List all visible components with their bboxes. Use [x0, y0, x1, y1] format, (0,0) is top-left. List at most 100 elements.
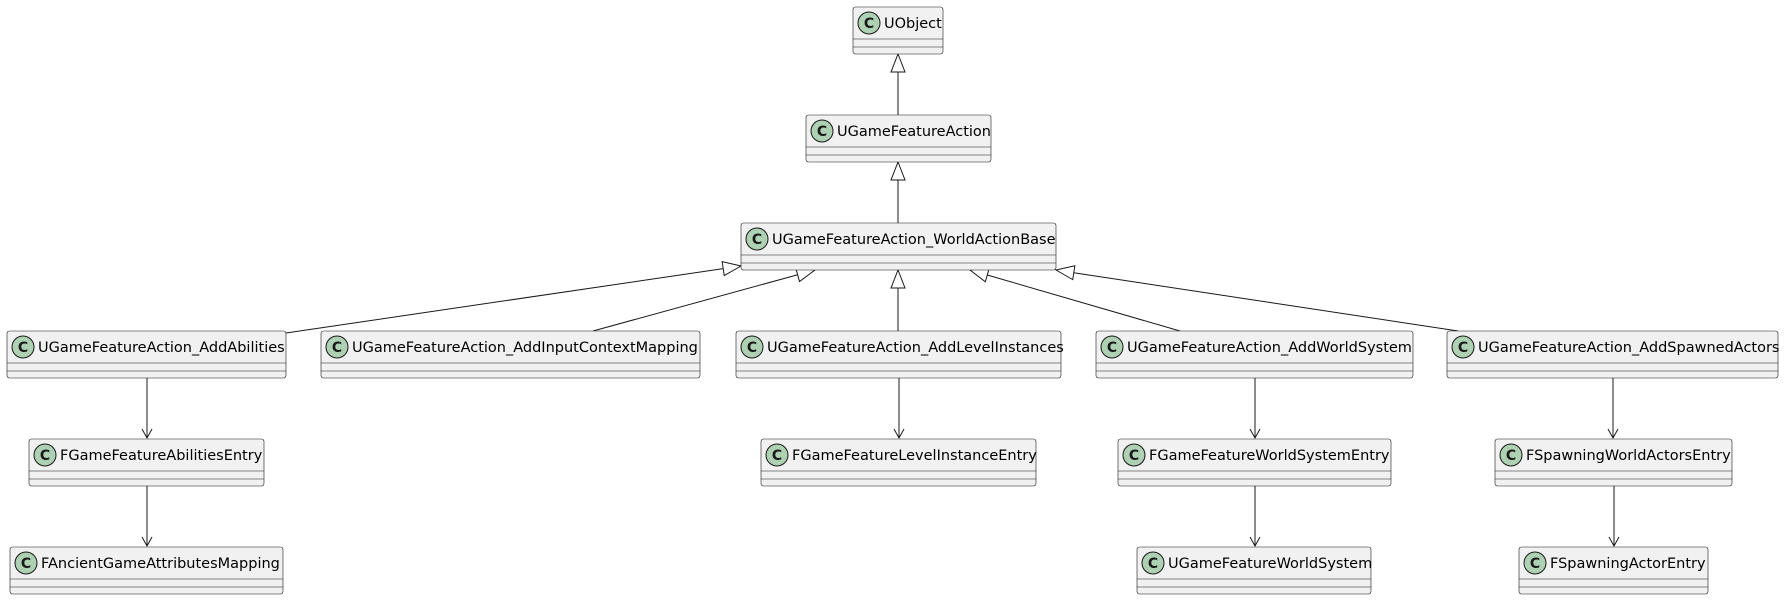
class-box-worldsystem: C UGameFeatureWorldSystem [1136, 546, 1372, 595]
class-box-levelinstanceentry: C FGameFeatureLevelInstanceEntry [760, 438, 1037, 487]
inheritance-edge-addinputcontextmapping [592, 267, 817, 332]
class-badge-icon [765, 443, 789, 467]
class-badge-letter: C [817, 124, 827, 140]
class-badge-letter: C [1129, 448, 1139, 464]
class-box-frame [1446, 330, 1779, 379]
association-arrowhead-icon [893, 428, 905, 440]
class-box-worldsystementry: C FGameFeatureWorldSystemEntry [1117, 438, 1392, 487]
class-name: UGameFeatureAction_AddAbilities [38, 340, 285, 356]
class-badge-icon [1100, 335, 1124, 359]
class-box-frame [1136, 546, 1372, 595]
class-name: FGameFeatureAbilitiesEntry [60, 448, 263, 464]
class-badge-letter: C [864, 16, 874, 32]
class-box-frame [320, 330, 701, 379]
class-box-ugamefeatureaction: C UGameFeatureAction [805, 114, 992, 163]
class-badge-letter: C [747, 340, 757, 356]
class-box-frame [1518, 546, 1709, 595]
class-badge-icon [810, 119, 834, 143]
class-name: FAncientGameAttributesMapping [41, 556, 280, 572]
inheritance-arrowhead-icon [890, 160, 906, 181]
class-badge-letter: C [752, 232, 762, 248]
association-edge-addworldsystem [1249, 378, 1261, 440]
class-name: FGameFeatureLevelInstanceEntry [792, 448, 1037, 464]
class-box-frame [760, 438, 1037, 487]
class-badge-icon [11, 335, 35, 359]
class-badge-letter: C [1506, 448, 1516, 464]
class-name: UGameFeatureWorldSystem [1168, 556, 1372, 572]
class-box-spawningactorentry: C FSpawningActorEntry [1518, 546, 1709, 595]
inheritance-line [285, 268, 724, 334]
class-badge-icon [325, 335, 349, 359]
class-badge-icon [857, 11, 881, 35]
class-box-frame [6, 330, 287, 379]
association-edge-worldsystementry [1249, 486, 1261, 548]
class-badge-letter: C [1458, 340, 1468, 356]
class-box-frame [1494, 438, 1733, 487]
class-badge-icon [740, 335, 764, 359]
association-edge-addabilities [141, 378, 153, 440]
class-box-spawningworldactorsentry: C FSpawningWorldActorsEntry [1494, 438, 1733, 487]
inheritance-arrowhead-icon [721, 261, 743, 277]
inheritance-edge-worldactionbase [890, 160, 906, 223]
inheritance-arrowhead-icon [890, 52, 906, 73]
inheritance-edge-addspawnedactors [1054, 265, 1459, 332]
class-box-worldactionbase: C UGameFeatureAction_WorldActionBase [740, 222, 1057, 271]
class-name: UObject [884, 16, 942, 32]
class-badge-icon [1499, 443, 1523, 467]
class-name: UGameFeatureAction_AddInputContextMappin… [352, 340, 698, 356]
inheritance-line [592, 274, 798, 332]
association-arrowhead-icon [1249, 536, 1261, 548]
class-badge-letter: C [21, 556, 31, 572]
inheritance-edge-addabilities [285, 261, 743, 334]
class-box-frame [740, 222, 1057, 271]
class-box-addlevelinstances: C UGameFeatureAction_AddLevelInstances [735, 330, 1064, 379]
class-badge-icon [1122, 443, 1146, 467]
class-badge-icon [1523, 551, 1547, 575]
class-box-addabilities: C UGameFeatureAction_AddAbilities [6, 330, 287, 379]
class-name: FSpawningActorEntry [1550, 556, 1706, 572]
class-badge-letter: C [40, 448, 50, 464]
association-arrowhead-icon [1607, 428, 1619, 440]
class-box-frame [28, 438, 265, 487]
class-badge-letter: C [772, 448, 782, 464]
class-name: UGameFeatureAction_AddWorldSystem [1127, 340, 1412, 356]
class-box-frame [805, 114, 992, 163]
inheritance-edge-addworldsystem [968, 267, 1181, 332]
class-badge-icon [33, 443, 57, 467]
class-box-attributesmapping: C FAncientGameAttributesMapping [9, 546, 284, 595]
class-name: UGameFeatureAction [837, 124, 991, 140]
class-box-uobject: C UObject [852, 6, 944, 55]
class-badge-icon [1141, 551, 1165, 575]
class-badge-letter: C [1107, 340, 1117, 356]
class-name: FSpawningWorldActorsEntry [1526, 448, 1731, 464]
class-box-addspawnedactors: C UGameFeatureAction_AddSpawnedActors [1446, 330, 1779, 379]
association-edge-addspawnedactors [1607, 378, 1619, 440]
class-box-abilitiesentry: C FGameFeatureAbilitiesEntry [28, 438, 265, 487]
class-badge-letter: C [18, 340, 28, 356]
class-box-addworldsystem: C UGameFeatureAction_AddWorldSystem [1095, 330, 1414, 379]
inheritance-arrowhead-icon [968, 267, 990, 283]
class-name: UGameFeatureAction_AddLevelInstances [767, 340, 1064, 356]
class-badge-letter: C [1530, 556, 1540, 572]
class-box-frame [9, 546, 284, 595]
class-box-frame [735, 330, 1062, 379]
inheritance-line [987, 274, 1181, 332]
association-arrowhead-icon [141, 536, 153, 548]
class-name: UGameFeatureAction_WorldActionBase [772, 232, 1056, 248]
class-badge-icon [745, 227, 769, 251]
association-arrowhead-icon [1249, 428, 1261, 440]
class-name: UGameFeatureAction_AddSpawnedActors [1478, 340, 1779, 356]
association-arrowhead-icon [1608, 536, 1620, 548]
association-arrowhead-icon [141, 428, 153, 440]
association-edge-addlevelinstances [893, 378, 905, 440]
inheritance-arrowhead-icon [1054, 265, 1076, 281]
association-edge-abilitiesentry [141, 486, 153, 548]
class-badge-letter: C [1148, 556, 1158, 572]
class-name: FGameFeatureWorldSystemEntry [1149, 448, 1390, 464]
class-badge-icon [1451, 335, 1475, 359]
class-box-frame [1117, 438, 1392, 487]
class-badge-icon [14, 551, 38, 575]
